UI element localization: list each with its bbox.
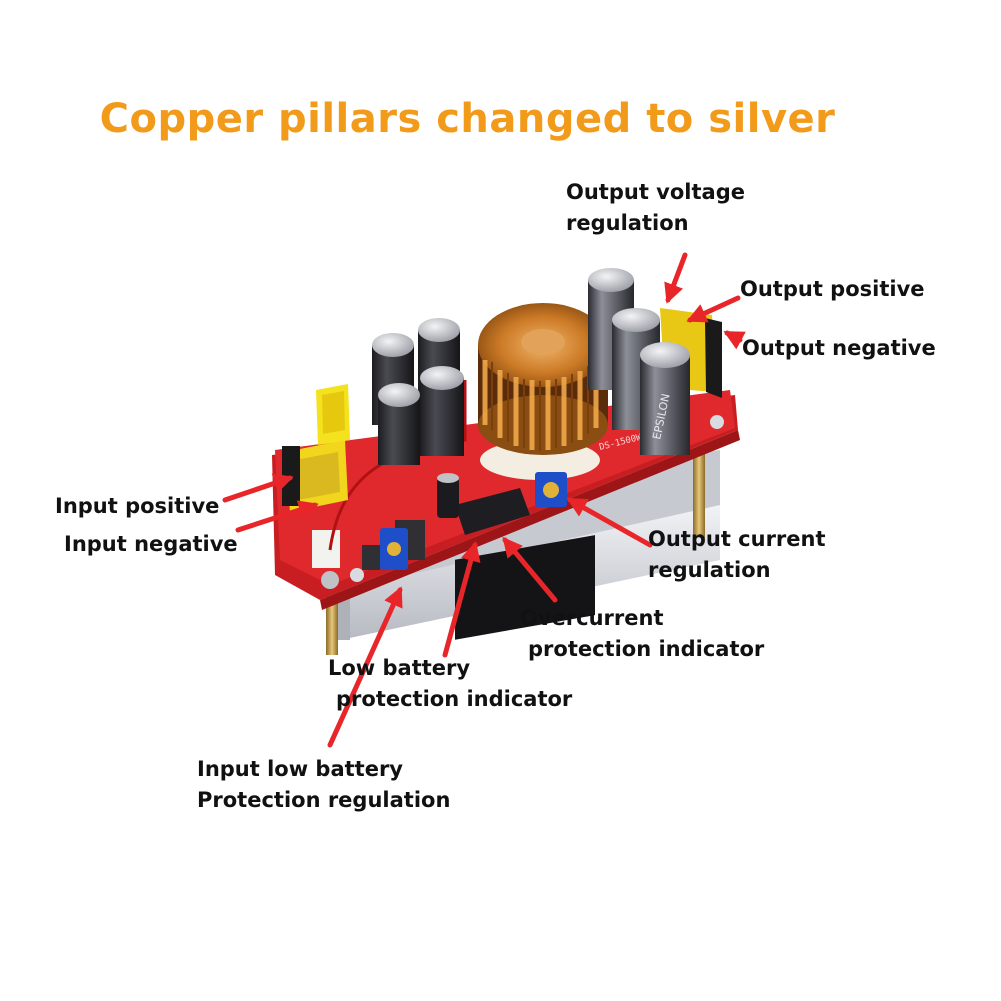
label-low-battery: Low battery protection indicator xyxy=(328,656,573,711)
page-title: Copper pillars changed to silver xyxy=(99,96,836,142)
label-input-negative: Input negative xyxy=(64,532,238,556)
input-capacitors xyxy=(372,318,464,465)
arrow-icon xyxy=(222,252,746,748)
label-overcurrent: Overcurrent protection indicator xyxy=(520,606,765,661)
label-input-low-battery: Input low battery Protection regulation xyxy=(197,757,451,812)
input-fuse xyxy=(282,384,350,512)
output-capacitors: EPSILON xyxy=(588,268,690,455)
label-output-current: Output current regulation xyxy=(648,527,826,582)
label-output-positive: Output positive xyxy=(740,277,925,301)
label-output-voltage: Output voltage regulation xyxy=(566,180,745,235)
label-output-negative: Output negative xyxy=(742,336,936,360)
toroid-inductor xyxy=(478,303,608,455)
label-input-positive: Input positive xyxy=(55,494,220,518)
